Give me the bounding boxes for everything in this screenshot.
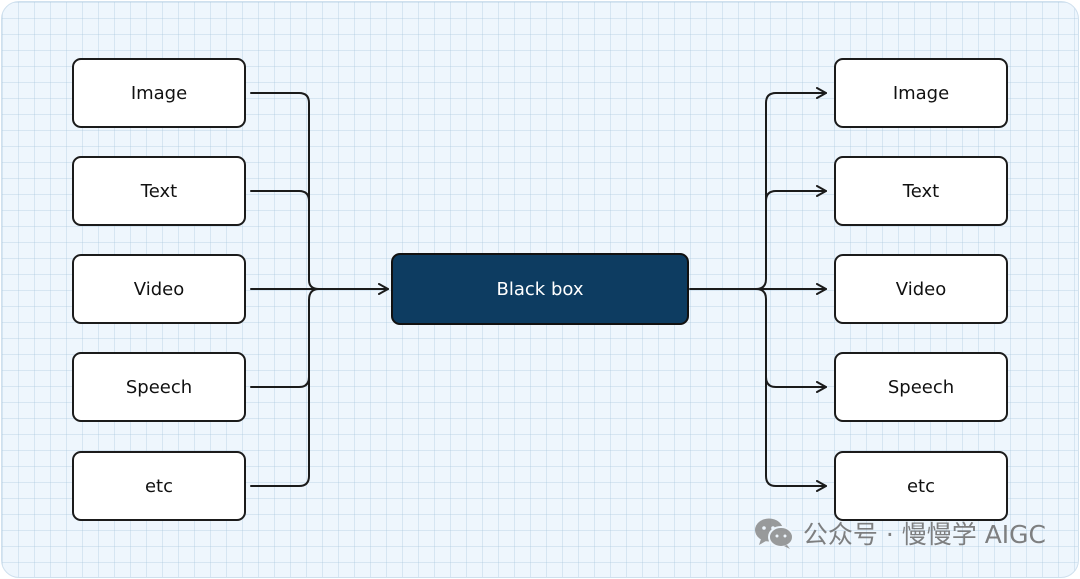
wechat-icon bbox=[754, 518, 794, 549]
black-box-label: Black box bbox=[496, 278, 584, 300]
output-node-speech: Speech bbox=[834, 352, 1008, 422]
output-node-video: Video bbox=[834, 254, 1008, 324]
input-node-label: Text bbox=[140, 180, 178, 202]
output-node-label: Speech bbox=[887, 376, 955, 398]
input-node-etc: etc bbox=[72, 451, 246, 521]
input-node-label: Video bbox=[133, 278, 185, 300]
output-node-image: Image bbox=[834, 58, 1008, 128]
output-node-etc: etc bbox=[834, 451, 1008, 521]
input-node-text: Text bbox=[72, 156, 246, 226]
input-node-video: Video bbox=[72, 254, 246, 324]
watermark-text: 公众号 · 慢慢学 AIGC bbox=[802, 520, 1046, 549]
output-node-text: Text bbox=[834, 156, 1008, 226]
output-node-label: Video bbox=[895, 278, 947, 300]
input-node-label: Image bbox=[130, 82, 188, 104]
black-box-node: Black box bbox=[391, 253, 689, 325]
watermark: 公众号 · 慢慢学 AIGC bbox=[753, 515, 1046, 551]
input-node-image: Image bbox=[72, 58, 246, 128]
output-node-label: Text bbox=[902, 180, 940, 202]
input-node-label: Speech bbox=[125, 376, 193, 398]
output-node-label: Image bbox=[892, 82, 950, 104]
input-node-speech: Speech bbox=[72, 352, 246, 422]
input-node-label: etc bbox=[144, 475, 174, 497]
output-node-label: etc bbox=[906, 475, 936, 497]
